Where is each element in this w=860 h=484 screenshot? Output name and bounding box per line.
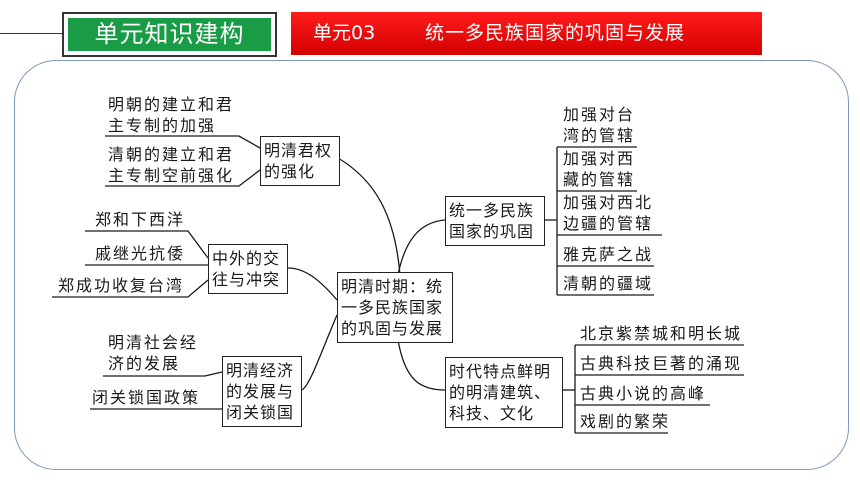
branch-line: 闭关锁国 [226, 403, 295, 422]
branch-line: 的发展与 [226, 382, 295, 401]
branch-line: 中外的交 [212, 249, 281, 268]
item-line: 主专制的加强 [108, 116, 217, 135]
culture-item-3: 古典小说的高峰 [580, 384, 707, 403]
item-line: 清朝的建立和君 [108, 145, 235, 164]
connector-center-power [337, 157, 401, 276]
economy-item-1: 明清社会经 济的发展 [108, 332, 198, 374]
branch-culture-node: 时代特点鲜明 的明清建筑、 科技、文化 [445, 357, 563, 428]
branch-line: 的强化 [264, 162, 316, 181]
foreign-item-2: 戚继光抗倭 [95, 244, 186, 263]
item-line: 加强对西 [563, 149, 636, 168]
branch-foreign-node: 中外的交 往与冲突 [208, 244, 288, 294]
connector-center-unity [397, 219, 446, 276]
branch-line: 统一多民族 [449, 201, 535, 220]
branch-unity-node: 统一多民族 国家的巩固 [445, 196, 545, 246]
branch-economy-node: 明清经济 的发展与 闭关锁国 [222, 356, 302, 427]
item-line: 主专制空前强化 [108, 166, 235, 185]
branch-line: 往与冲突 [212, 270, 281, 289]
item-line: 加强对西北 [563, 193, 654, 212]
connector-foreign-item3 [52, 279, 209, 298]
unit-title-banner: 单元03 统一多民族国家的巩固与发展 [291, 12, 762, 55]
branch-power-node: 明清君权 的强化 [260, 136, 340, 186]
power-item-1: 明朝的建立和君 主专制的加强 [108, 94, 234, 136]
power-item-2: 清朝的建立和君 主专制空前强化 [108, 144, 234, 186]
item-line: 明朝的建立和君 [108, 95, 235, 114]
branch-line: 明清君权 [264, 141, 333, 160]
foreign-item-1: 郑和下西洋 [95, 210, 186, 229]
connector-foreign-item1 [85, 230, 209, 259]
center-node-line: 明清时期：统 [341, 277, 444, 296]
connector-power-item2 [105, 169, 261, 187]
economy-item-2: 闭关锁国政策 [92, 388, 201, 407]
header-connector-line [0, 33, 66, 34]
connector-center-economy [301, 314, 338, 391]
branch-line: 明清经济 [226, 361, 295, 380]
connector-economy-item1 [103, 371, 223, 377]
item-line: 明清社会经 [108, 333, 199, 352]
connector-power-item1 [105, 135, 261, 149]
unity-item-4: 雅克萨之战 [563, 245, 654, 264]
branch-line: 的明清建筑、 [449, 383, 552, 402]
unity-item-2: 加强对西 藏的管辖 [563, 148, 635, 190]
center-node-line: 的巩固与发展 [341, 319, 444, 338]
unit-badge: 单元知识建构 [62, 12, 277, 57]
unity-item-3: 加强对西北 边疆的管辖 [563, 192, 653, 234]
item-line: 藏的管辖 [563, 170, 636, 189]
foreign-item-3: 郑成功收复台湾 [58, 276, 185, 295]
mindmap-frame [14, 60, 849, 470]
unit-badge-label: 单元知识建构 [68, 18, 271, 51]
culture-item-4: 戏剧的繁荣 [580, 412, 671, 431]
item-line: 加强对台 [563, 105, 636, 124]
unit-code: 单元03 [313, 22, 376, 44]
branch-line: 国家的巩固 [449, 222, 535, 241]
connector-center-foreign [287, 267, 338, 301]
branch-line: 时代特点鲜明 [449, 362, 552, 381]
unity-item-5: 清朝的疆域 [563, 274, 654, 293]
unity-item-1: 加强对台 湾的管辖 [563, 104, 635, 146]
branch-line: 科技、文化 [449, 404, 535, 423]
item-line: 济的发展 [108, 354, 181, 373]
center-node-line: 一多民族国家 [341, 298, 444, 317]
item-line: 湾的管辖 [563, 126, 636, 145]
item-line: 边疆的管辖 [563, 214, 654, 233]
culture-item-1: 北京紫禁城和明长城 [580, 324, 743, 343]
center-node: 明清时期：统 一多民族国家 的巩固与发展 [337, 272, 453, 343]
culture-item-2: 古典科技巨著的涌现 [580, 354, 743, 373]
unit-title: 统一多民族国家的巩固与发展 [425, 22, 686, 44]
connector-center-culture [397, 339, 446, 391]
